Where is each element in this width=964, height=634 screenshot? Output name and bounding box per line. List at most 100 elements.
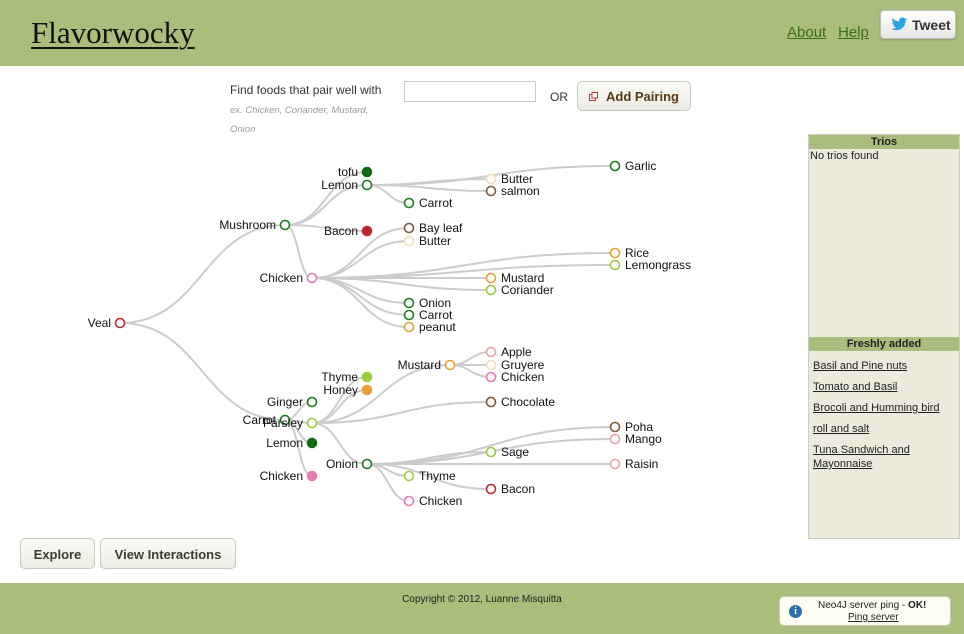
- fresh-item-link[interactable]: Tuna Sandwich and Mayonnaise: [813, 444, 910, 470]
- node-circle[interactable]: [485, 371, 497, 383]
- graph-node[interactable]: Chicken: [403, 494, 463, 508]
- node-circle[interactable]: [279, 414, 291, 426]
- node-circle[interactable]: [403, 309, 415, 321]
- node-circle[interactable]: [361, 371, 373, 383]
- node-circle[interactable]: [485, 272, 497, 284]
- graph-node[interactable]: Honey: [323, 383, 373, 397]
- node-circle[interactable]: [609, 433, 621, 445]
- graph-node[interactable]: Thyme: [403, 469, 457, 483]
- fresh-item-link[interactable]: Brocoli and Humming bird: [813, 402, 940, 414]
- node-circle[interactable]: [306, 470, 318, 482]
- tweet-button[interactable]: Tweet: [880, 10, 956, 39]
- graph-node[interactable]: Thyme: [321, 370, 373, 384]
- logo-link[interactable]: Flavorwocky: [31, 15, 195, 50]
- graph-node[interactable]: peanut: [403, 320, 457, 334]
- node-circle[interactable]: [444, 359, 456, 371]
- graph-node[interactable]: salmon: [485, 184, 540, 198]
- ingredient-search-input[interactable]: [404, 81, 536, 102]
- graph-node[interactable]: Raisin: [609, 457, 659, 471]
- graph-node[interactable]: Lemon: [266, 436, 318, 450]
- graph-node[interactable]: Chocolate: [485, 395, 556, 409]
- node-circle[interactable]: [485, 185, 497, 197]
- node-circle[interactable]: [306, 437, 318, 449]
- node-label: Rice: [625, 246, 649, 260]
- graph-node[interactable]: Butter: [403, 234, 452, 248]
- explore-button[interactable]: Explore: [20, 538, 95, 569]
- nav-help-link[interactable]: Help: [838, 24, 869, 41]
- node-label: Mustard: [398, 358, 441, 372]
- ping-status: Neo4J server ping - OK!: [818, 600, 926, 611]
- node-circle[interactable]: [485, 396, 497, 408]
- graph-node[interactable]: Parsley: [263, 416, 318, 430]
- graph-node[interactable]: Veal: [88, 316, 126, 330]
- graph-node[interactable]: Onion: [326, 457, 373, 471]
- node-circle[interactable]: [361, 166, 373, 178]
- node-circle[interactable]: [403, 222, 415, 234]
- node-circle[interactable]: [306, 417, 318, 429]
- node-circle[interactable]: [279, 219, 291, 231]
- graph-node[interactable]: Chicken: [485, 370, 545, 384]
- node-circle[interactable]: [609, 458, 621, 470]
- nav-about-link[interactable]: About: [787, 24, 827, 41]
- node-circle[interactable]: [403, 321, 415, 333]
- node-label: Mustard: [501, 271, 544, 285]
- node-circle[interactable]: [403, 197, 415, 209]
- graph-node[interactable]: Onion: [403, 296, 452, 310]
- node-circle[interactable]: [306, 272, 318, 284]
- ping-server-link[interactable]: Ping server: [848, 612, 899, 623]
- graph-node[interactable]: Mustard: [398, 358, 456, 372]
- graph-node[interactable]: Bacon: [324, 224, 373, 238]
- node-circle[interactable]: [609, 259, 621, 271]
- node-circle[interactable]: [361, 225, 373, 237]
- graph-node[interactable]: Lemongrass: [609, 258, 692, 272]
- graph-node[interactable]: Bay leaf: [403, 221, 464, 235]
- graph-node[interactable]: Mango: [609, 432, 663, 446]
- graph-node[interactable]: Bacon: [485, 482, 536, 496]
- graph-node[interactable]: Poha: [609, 420, 654, 434]
- graph-node[interactable]: Sage: [485, 445, 530, 459]
- node-circle[interactable]: [485, 446, 497, 458]
- graph-node[interactable]: Mustard: [485, 271, 545, 285]
- add-pairing-button[interactable]: Add Pairing: [577, 81, 691, 111]
- node-circle[interactable]: [361, 384, 373, 396]
- fresh-item-link[interactable]: Tomato and Basil: [813, 381, 898, 393]
- node-circle[interactable]: [403, 235, 415, 247]
- node-circle[interactable]: [485, 359, 497, 371]
- graph-node[interactable]: Chicken: [260, 271, 318, 285]
- node-circle[interactable]: [485, 483, 497, 495]
- node-circle[interactable]: [609, 247, 621, 259]
- graph-node[interactable]: Garlic: [609, 159, 657, 173]
- node-circle[interactable]: [306, 396, 318, 408]
- node-circle[interactable]: [114, 317, 126, 329]
- graph-node[interactable]: Chicken: [260, 469, 318, 483]
- node-circle[interactable]: [361, 458, 373, 470]
- node-circle[interactable]: [403, 297, 415, 309]
- node-label: Sage: [501, 445, 529, 459]
- graph-node[interactable]: Ginger: [267, 395, 318, 409]
- node-circle[interactable]: [609, 421, 621, 433]
- fresh-item-link[interactable]: roll and salt: [813, 423, 870, 435]
- node-circle[interactable]: [485, 284, 497, 296]
- node-circle[interactable]: [403, 495, 415, 507]
- graph-node[interactable]: Carrot: [403, 308, 454, 322]
- node-circle[interactable]: [485, 173, 497, 185]
- graph-node[interactable]: Gruyere: [485, 358, 545, 372]
- node-circle[interactable]: [403, 470, 415, 482]
- graph-node[interactable]: Mushroom: [219, 218, 291, 232]
- node-circle[interactable]: [609, 160, 621, 172]
- graph-node[interactable]: Apple: [485, 345, 533, 359]
- node-circle[interactable]: [485, 346, 497, 358]
- node-label: Garlic: [625, 159, 656, 173]
- graph-node[interactable]: Carrot: [243, 413, 291, 427]
- node-circle[interactable]: [361, 179, 373, 191]
- graph-node[interactable]: Carrot: [403, 196, 454, 210]
- node-label: Chocolate: [501, 395, 555, 409]
- graph-node[interactable]: Rice: [609, 246, 650, 260]
- graph-node[interactable]: tofu: [338, 165, 373, 179]
- graph-node[interactable]: Coriander: [485, 283, 554, 297]
- fresh-item-link[interactable]: Basil and Pine nuts: [813, 360, 908, 372]
- view-interactions-button[interactable]: View Interactions: [100, 538, 236, 569]
- graph-node[interactable]: Butter: [485, 172, 534, 186]
- node-label: Onion: [419, 296, 451, 310]
- graph-node[interactable]: Lemon: [321, 178, 373, 192]
